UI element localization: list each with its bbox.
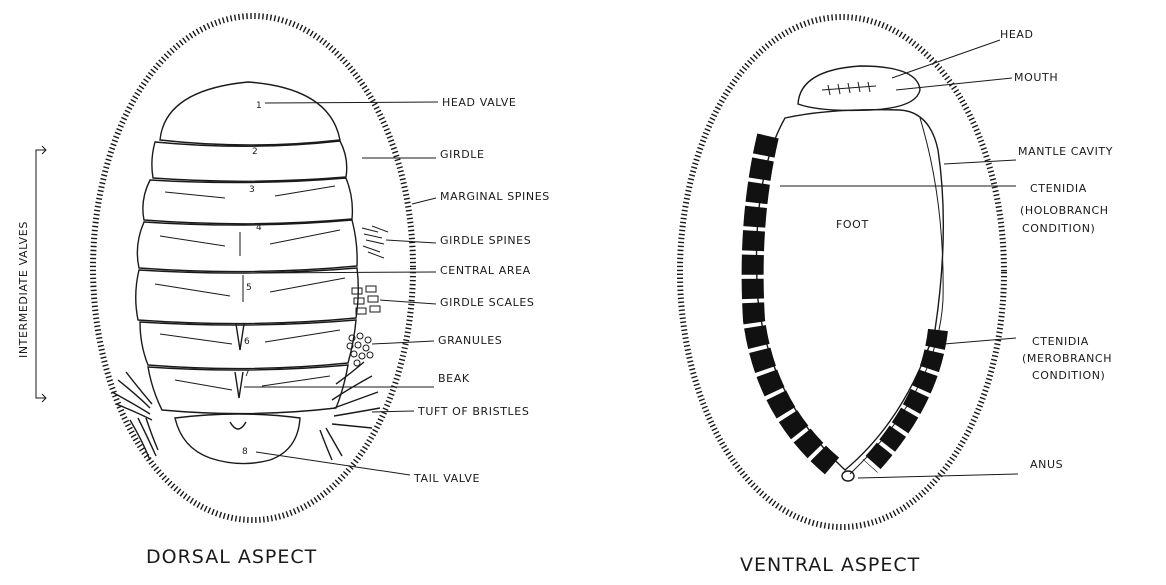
label-ctenidia-holobranch-1: CTENIDIA [1030,182,1087,195]
label-granules: GRANULES [438,334,502,347]
valve-3 [143,178,353,224]
valve-number-2: 2 [252,147,258,157]
label-central-area: CENTRAL AREA [440,264,531,277]
label-intermediate-valves: INTERMEDIATE VALVES [17,221,30,358]
valve-number-3: 3 [249,185,255,195]
valve-2 [152,141,347,181]
valve-1 [160,82,340,145]
anus-shape [842,471,854,481]
label-foot: FOOT [836,218,869,231]
label-ctenidia-holobranch-2: (HOLOBRANCH [1020,204,1109,217]
valve-number-5: 5 [246,283,252,293]
label-mantle-cavity: MANTLE CAVITY [1018,145,1113,158]
valve-number-8: 8 [242,447,248,457]
caption-dorsal-aspect: DORSAL ASPECT [146,546,317,568]
intermediate-valves-bracket [36,146,46,402]
label-girdle-spines: GIRDLE SPINES [440,234,531,247]
label-ctenidia-merobranch-1: CTENIDIA [1032,335,1089,348]
valve-number-4: 4 [256,223,262,233]
label-ctenidia-merobranch-3: CONDITION) [1032,369,1105,382]
valve-5 [136,268,359,324]
valve-number-1: 1 [256,101,262,111]
caption-ventral-aspect: VENTRAL ASPECT [740,554,920,576]
label-girdle-scales: GIRDLE SCALES [440,296,535,309]
mouth-shape [822,82,876,95]
label-head-valve: HEAD VALVE [442,96,516,109]
label-marginal-spines: MARGINAL SPINES [440,190,550,203]
label-ctenidia-merobranch-2: (MEROBRANCH [1022,352,1112,365]
girdle-spines-cluster [362,226,388,258]
valve-4 [137,220,357,272]
label-head: HEAD [1000,28,1034,41]
valve-number-6: 6 [244,337,250,347]
tuft-of-bristles-left [112,372,158,460]
ctenidia-merobranch-band [870,330,938,466]
ventral-girdle-outline [680,17,1004,527]
label-tail-valve: TAIL VALVE [413,472,480,485]
label-mouth: MOUTH [1014,71,1058,84]
dorsal-figure: 1 2 3 4 5 6 7 8 HEAD VALVE GIRDLE MARGIN… [17,16,550,568]
label-tuft-of-bristles: TUFT OF BRISTLES [417,405,529,418]
valve-number-7: 7 [244,369,250,379]
girdle-scales-cluster [352,286,380,314]
label-anus: ANUS [1030,458,1063,471]
ventral-figure: FOOT HEAD MOUTH MANTLE CAVITY CTENIDIA (… [680,17,1113,576]
dorsal-leader-lines [244,102,438,475]
label-beak: BEAK [438,372,470,385]
tuft-of-bristles-right [320,362,380,460]
label-ctenidia-holobranch-3: CONDITION) [1022,222,1095,235]
label-girdle: GIRDLE [440,148,485,161]
